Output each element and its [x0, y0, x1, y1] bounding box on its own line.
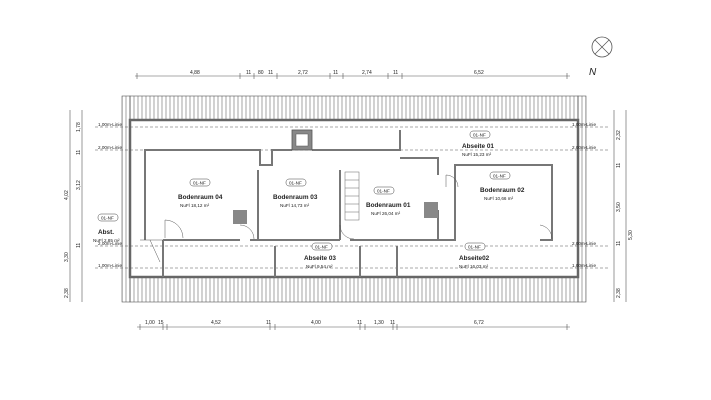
left-dimension-lines: 1,78 11 3,12 4,02 11 3,30 2,38: [64, 110, 83, 302]
stair-shaft: [344, 171, 360, 221]
top-dimension-line: 4,88 11 80 11 2,72 11 2,74 11 6,52: [135, 70, 570, 79]
dim-bottom-8: 11: [390, 320, 395, 326]
room-area: NuFl 18,12 m²: [180, 203, 210, 208]
dim-left-4: 4,02: [64, 190, 70, 200]
room-abseite-01: 01-NF Abseite 01 NuFl 15,23 m²: [462, 130, 494, 157]
room-code: 01-NF: [473, 133, 486, 138]
dim-right-1: 2,32: [616, 130, 622, 140]
dim-left-1: 1,78: [76, 122, 82, 132]
level-line-right-4: 1,00m-Linie: [572, 263, 596, 268]
room-area: NuFl 10,66 m²: [484, 196, 514, 201]
room-name: Abst.: [98, 229, 114, 236]
room-name: Abseite 03: [304, 255, 336, 262]
bottom-dimension-line: 1,00 15 4,52 11 4,00 11 1,30 11 6,72: [137, 320, 570, 330]
dim-left-2: 11: [76, 150, 82, 155]
level-line-right-2: 2,00m-Linie: [572, 145, 596, 150]
level-line-left-1: 1,00m-Linie: [98, 122, 122, 127]
dim-top-1: 4,88: [190, 70, 200, 76]
compass-icon: [591, 36, 613, 58]
dim-bottom-7: 1,30: [374, 320, 384, 326]
room-area: NuFl 2,85 m²: [93, 238, 120, 243]
room-code: 01-NF: [493, 174, 506, 179]
room-area: NuFl 15,23 m²: [462, 152, 492, 157]
room-bodenraum-03: 01-NF Bodenraum 03 NuFl 14,73 m²: [273, 178, 318, 208]
dim-bottom-4: 11: [266, 320, 271, 326]
door-swings: [140, 174, 553, 263]
pillar: [233, 210, 247, 224]
room-name: Abseite 01: [462, 143, 494, 150]
pillar: [424, 202, 438, 218]
dim-top-6: 11: [333, 70, 338, 76]
inner-walls: [144, 130, 553, 277]
room-bodenraum-02: 01-NF Bodenraum 02 NuFl 10,66 m²: [480, 171, 525, 201]
level-line-right-1: 1,00m-Linie: [572, 122, 596, 127]
room-code: 01-NF: [377, 189, 390, 194]
room-bodenraum-04: 01-NF Bodenraum 04 NuFl 18,12 m²: [178, 178, 223, 208]
room-abseite02: 01-NF Abseite02 NuFl 16,03 m²: [459, 242, 490, 269]
room-area: NuFl 16,03 m²: [459, 264, 489, 269]
dim-left-5: 11: [76, 243, 82, 248]
dim-top-7: 2,74: [362, 70, 372, 76]
compass: N: [589, 36, 613, 78]
room-area: NuFl 26,04 m²: [371, 211, 401, 216]
outer-walls: [128, 118, 580, 279]
dim-left-7: 2,38: [64, 288, 70, 298]
level-line-right-3: 2,00m-Linie: [572, 241, 596, 246]
room-name: Abseite02: [459, 255, 490, 262]
dim-right-2: 11: [616, 163, 622, 168]
room-code: 01-NF: [101, 216, 114, 221]
dim-bottom-6: 11: [357, 320, 362, 326]
room-code: 01-NF: [315, 245, 328, 250]
level-line-left-2: 2,00m-Linie: [98, 145, 122, 150]
room-name: Bodenraum 03: [273, 194, 318, 201]
level-line-left-4: 1,00m-Linie: [98, 263, 122, 268]
dim-top-2: 11: [246, 70, 251, 76]
compass-north-label: N: [589, 67, 597, 78]
dim-bottom-2: 15: [158, 320, 164, 326]
roof-hatch-bottom: [129, 276, 579, 303]
dim-bottom-1: 1,00: [145, 320, 155, 326]
dim-left-6: 3,30: [64, 252, 70, 262]
dim-right-6: 2,38: [616, 288, 622, 298]
room-name: Bodenraum 02: [480, 187, 525, 194]
dim-top-4: 11: [268, 70, 273, 76]
dim-top-9: 6,52: [474, 70, 484, 76]
room-area: NuFl 14,73 m²: [280, 203, 310, 208]
dim-right-4: 11: [616, 241, 622, 246]
roof-hatch-top: [129, 95, 579, 121]
dim-bottom-9: 6,72: [474, 320, 484, 326]
dim-left-3: 3,12: [76, 180, 82, 190]
room-area: NuFl 9,54 m²: [306, 264, 333, 269]
room-abseite-03: 01-NF Abseite 03 NuFl 9,54 m²: [304, 242, 336, 269]
room-bodenraum-01: 01-NF Bodenraum 01 NuFl 26,04 m²: [366, 186, 411, 216]
room-code: 01-NF: [468, 245, 481, 250]
room-code: 01-NF: [193, 181, 206, 186]
room-code: 01-NF: [289, 181, 302, 186]
level-line-left-3: 2,00m-Linie: [98, 241, 122, 246]
dim-top-5: 2,72: [298, 70, 308, 76]
dim-top-3: 80: [258, 70, 264, 76]
dim-top-8: 11: [393, 70, 398, 76]
dim-bottom-5: 4,00: [311, 320, 321, 326]
dim-right-5: 5,30: [628, 230, 634, 240]
room-name: Bodenraum 01: [366, 202, 411, 209]
dim-right-3: 3,50: [616, 202, 622, 212]
level-lines: [95, 126, 610, 269]
right-dimension-lines: 2,32 11 3,50 11 5,30 2,38: [613, 110, 634, 302]
room-name: Bodenraum 04: [178, 194, 223, 201]
room-abst: 01-NF Abst. NuFl 2,85 m²: [93, 213, 120, 243]
dim-bottom-3: 4,52: [211, 320, 221, 326]
